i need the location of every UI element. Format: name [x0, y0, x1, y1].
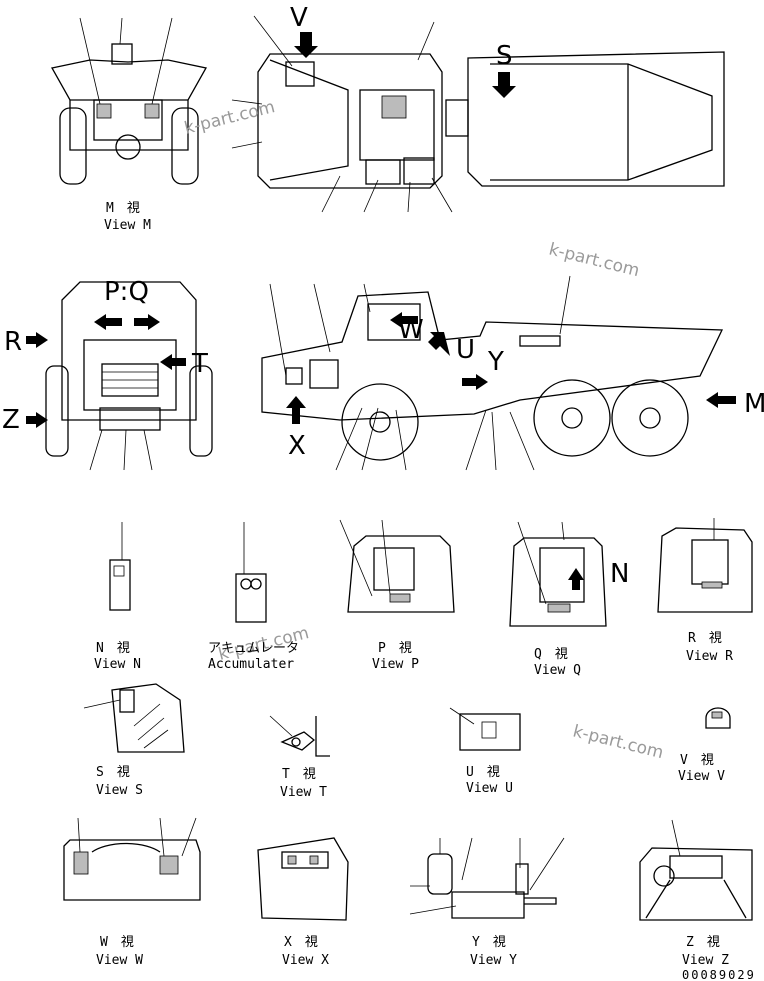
top-view-drawing [231, 15, 725, 213]
letter-y: Y [487, 347, 504, 377]
letter-x: X [288, 431, 306, 461]
view-z-drawing [639, 819, 753, 921]
view-x-drawing [257, 837, 349, 921]
letter-pq: P:Q [104, 277, 149, 307]
view-z-en: View Z [682, 953, 729, 968]
view-p-drawing [339, 519, 455, 613]
view-p-jp: P 視 [378, 641, 412, 656]
view-n-en: View N [94, 657, 141, 672]
view-n-drawing [109, 522, 131, 611]
view-w-en: View W [96, 953, 143, 968]
front-view-drawing [26, 281, 213, 471]
view-p-en: View P [372, 657, 419, 672]
view-r-drawing [657, 518, 753, 613]
part-number: 00089029 [682, 968, 756, 981]
letter-w: W [398, 315, 424, 345]
view-x-jp: X 視 [284, 935, 318, 950]
watermark: k-part.com [547, 239, 642, 281]
view-y-en: View Y [470, 953, 517, 968]
accumulater-jp: アキュムレータ [208, 641, 299, 656]
view-q-drawing [509, 521, 607, 627]
letter-m: M [744, 389, 764, 419]
view-r-en: View R [686, 649, 733, 664]
view-y-jp: Y 視 [472, 935, 506, 950]
letter-n: N [610, 559, 629, 589]
view-y-drawing [409, 837, 565, 919]
view-q-jp: Q 視 [534, 647, 568, 662]
view-n-jp: N 視 [96, 641, 130, 656]
view-m-jp: M 視 [106, 201, 140, 216]
view-v-en: View V [678, 769, 725, 784]
view-r-jp: R 視 [688, 631, 722, 646]
view-v-jp: V 視 [680, 753, 714, 768]
view-m-drawing [50, 17, 208, 185]
letter-v: V [290, 3, 308, 33]
view-z-jp: Z 視 [686, 935, 720, 950]
accumulater-drawing [235, 522, 267, 623]
view-s-jp: S 視 [96, 765, 130, 780]
view-w-drawing [63, 817, 201, 901]
view-x-en: View X [282, 953, 329, 968]
letter-s: S [496, 41, 513, 71]
view-t-jp: T 視 [282, 767, 316, 782]
down-arrow-s [492, 72, 516, 98]
letter-z: Z [2, 405, 20, 435]
view-s-en: View S [96, 783, 143, 798]
view-w-jp: W 視 [100, 935, 134, 950]
view-m-en: View M [104, 218, 151, 233]
watermark: k-part.com [182, 97, 277, 139]
view-q-en: View Q [534, 663, 581, 678]
watermark: k-part.com [571, 721, 666, 763]
side-view-drawing [261, 275, 736, 471]
view-t-en: View T [280, 785, 327, 800]
view-u-en: View U [466, 781, 513, 796]
view-s-drawing [83, 683, 185, 753]
view-u-drawing [449, 707, 521, 751]
letter-r: R [4, 327, 22, 357]
letter-t: T [191, 349, 208, 379]
view-v-drawing [705, 707, 731, 729]
down-arrow-v [294, 32, 318, 58]
view-u-jp: U 視 [466, 765, 500, 780]
view-t-drawing [269, 715, 330, 757]
letter-u: U [456, 335, 475, 365]
accumulater-en: Accumulater [208, 657, 294, 672]
